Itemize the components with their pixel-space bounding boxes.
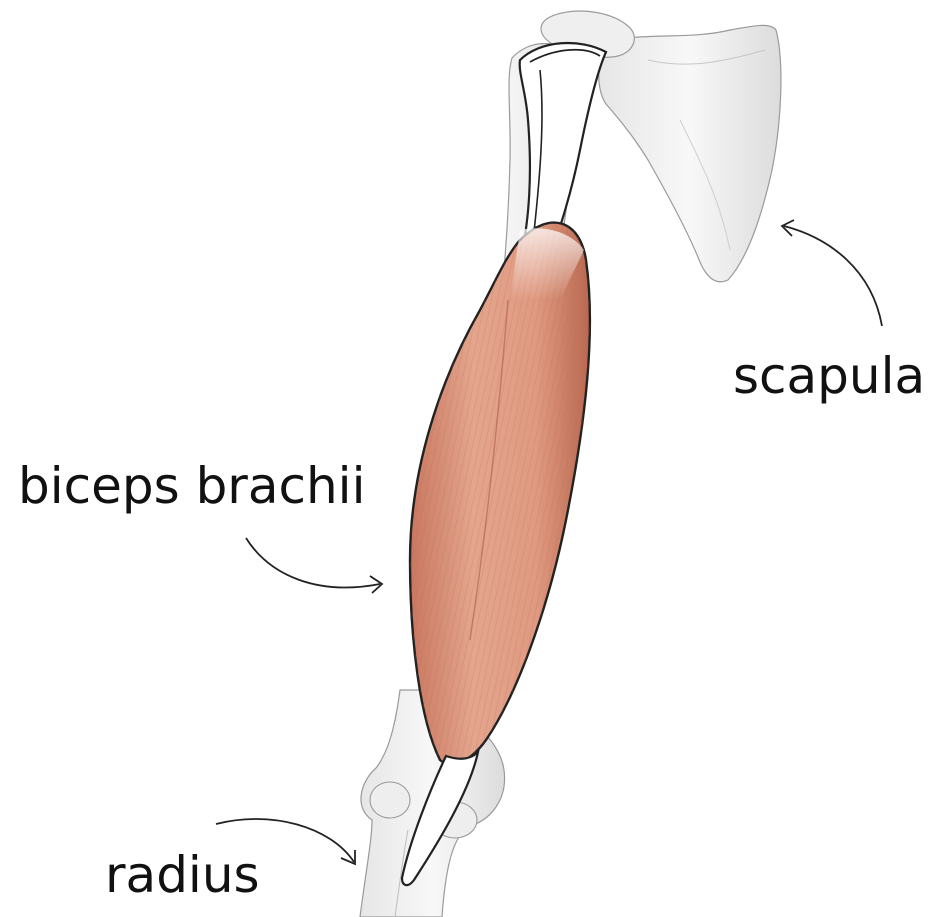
radius-label: radius [105, 846, 260, 904]
scapula-bone [599, 25, 781, 281]
biceps-pointer-arrow [246, 538, 382, 593]
scapula-pointer-arrow [782, 220, 882, 326]
biceps-brachii-muscle [410, 223, 590, 765]
scapula-label: scapula [733, 347, 925, 405]
biceps-brachii-label: biceps brachii [18, 457, 365, 515]
